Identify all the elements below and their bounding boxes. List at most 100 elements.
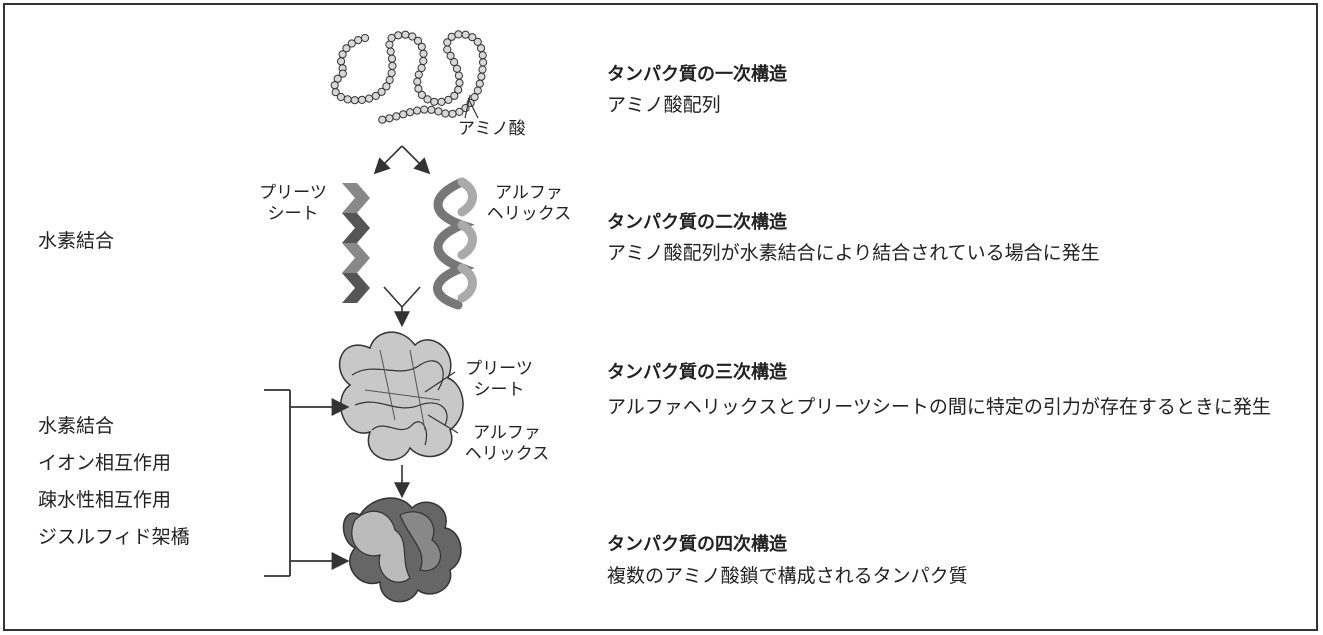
amino-acid-bead	[473, 37, 482, 47]
amino-acid-bead	[399, 110, 408, 119]
bond-bracket	[264, 389, 291, 577]
secondary-structure-title: タンパク質の二次構造	[607, 212, 787, 233]
tertiary-bond-label-3: 疎水性相互作用	[38, 489, 172, 511]
amino-acid-bead	[452, 64, 462, 73]
amino-acid-bead	[420, 105, 429, 114]
amino-acid-bead	[387, 69, 396, 78]
amino-acid-label: アミノ酸	[458, 119, 526, 139]
diagram-frame	[3, 3, 1318, 631]
quaternary-structure-title: タンパク質の四次構造	[607, 534, 787, 555]
amino-acid-bead	[330, 81, 339, 90]
amino-acid-bead	[478, 65, 487, 74]
amino-acid-bead	[342, 44, 351, 53]
amino-acid-bead	[378, 115, 387, 124]
amino-acid-bead	[414, 84, 423, 93]
amino-acid-bead	[427, 105, 436, 114]
amino-acid-bead	[448, 109, 457, 118]
amino-acid-bead	[382, 82, 391, 91]
amino-acid-bead	[455, 78, 464, 87]
tertiary-bond-label-1: 水素結合	[38, 415, 115, 437]
secondary-bond-label: 水素結合	[38, 230, 115, 252]
secondary-structure-desc: アミノ酸配列が水素結合により結合されている場合に発生	[607, 242, 1100, 264]
amino-acid-bead	[447, 32, 456, 41]
amino-acid-bead	[357, 95, 367, 105]
amino-acid-bead	[336, 92, 345, 102]
arrow-to-sheet	[373, 145, 403, 175]
amino-acid-bead	[478, 51, 487, 60]
amino-acid-bead	[338, 69, 347, 78]
tertiary-bond-label-2: イオン相互作用	[38, 452, 172, 474]
amino-acid-bead	[417, 42, 426, 51]
amino-acid-bead	[385, 114, 394, 123]
amino-acid-bead	[468, 33, 477, 42]
amino-acid-bead	[450, 58, 459, 67]
amino-acid-bead	[360, 33, 370, 43]
amino-acid-bead	[454, 85, 463, 94]
amino-acid-bead	[417, 90, 426, 100]
amino-acid-bead	[377, 87, 386, 96]
amino-acid-bead	[414, 70, 423, 79]
amino-acid-bead	[473, 86, 482, 95]
amino-acid-bead	[337, 57, 346, 66]
amino-acid-bead	[434, 107, 443, 116]
alpha-helix-label: アルファ ヘリックス	[486, 183, 572, 225]
amino-acid-bead	[479, 58, 488, 67]
amino-acid-bead	[470, 93, 479, 102]
amino-acid-chain	[330, 30, 488, 124]
amino-acid-bead	[461, 30, 470, 39]
amino-acid-bead	[350, 96, 359, 105]
amino-acid-bead	[385, 75, 394, 85]
tertiary-bond-label-4: ジスルフィド架橋	[38, 526, 190, 548]
tertiary-structure-title: タンパク質の三次構造	[607, 362, 787, 383]
amino-acid-bead	[347, 39, 356, 48]
amino-acid-bead	[454, 71, 463, 80]
amino-acid-bead	[477, 44, 486, 53]
amino-acid-bead	[392, 112, 401, 121]
tertiary-structure-desc: アルファヘリックスとプリーツシートの間に特定の引力が存在するときに発生	[607, 396, 1271, 418]
amino-acid-bead	[333, 74, 342, 83]
amino-acid-bead	[401, 30, 410, 39]
amino-acid-bead	[419, 56, 428, 66]
amino-acid-bead	[388, 61, 397, 71]
amino-acid-bead	[443, 45, 452, 54]
tertiary-helix-label: アルファ ヘリックス	[464, 423, 550, 465]
amino-acid-bead	[371, 91, 380, 101]
amino-acid-bead	[444, 95, 453, 104]
primary-structure-title: タンパク質の一次構造	[607, 64, 787, 85]
amino-acid-bead	[446, 51, 455, 60]
pleated-sheet-label: プリーツ シート	[259, 183, 327, 225]
amino-acid-bead	[430, 97, 439, 106]
quaternary-structure-shape	[342, 497, 462, 603]
merge-line-left	[383, 286, 403, 308]
amino-acid-bead	[338, 50, 347, 59]
amino-acid-bead	[417, 63, 426, 73]
amino-acid-bead	[475, 79, 484, 88]
amino-acid-bead	[394, 31, 403, 40]
amino-acid-bead	[413, 77, 422, 86]
amino-acid-bead	[413, 36, 423, 45]
merge-line-right	[401, 286, 421, 308]
amino-acid-bead	[455, 107, 464, 117]
amino-acid-bead	[454, 30, 463, 39]
primary-structure-desc: アミノ酸配列	[607, 94, 721, 116]
tertiary-structure-shape	[339, 331, 464, 461]
amino-acid-bead	[386, 47, 395, 56]
amino-acid-bead	[441, 109, 450, 118]
tertiary-sheet-label: プリーツ シート	[465, 359, 533, 401]
amino-acid-bead	[437, 97, 446, 107]
amino-acid-bead	[450, 91, 459, 100]
amino-acid-pointer	[464, 94, 479, 119]
alpha-helix-shape	[433, 177, 477, 310]
amino-acid-bead	[343, 95, 352, 104]
arrow-to-helix	[401, 145, 431, 175]
amino-acid-bead	[365, 94, 374, 103]
amino-acid-bead	[477, 72, 486, 81]
amino-acid-bead	[331, 88, 340, 97]
amino-acid-bead	[354, 36, 363, 45]
quaternary-structure-desc: 複数のアミノ酸鎖で構成されるタンパク質	[607, 565, 968, 587]
amino-acid-bead	[443, 38, 452, 47]
amino-acid-bead	[408, 32, 417, 41]
pleated-sheet-shape	[342, 183, 370, 303]
amino-acid-bead	[387, 54, 397, 63]
